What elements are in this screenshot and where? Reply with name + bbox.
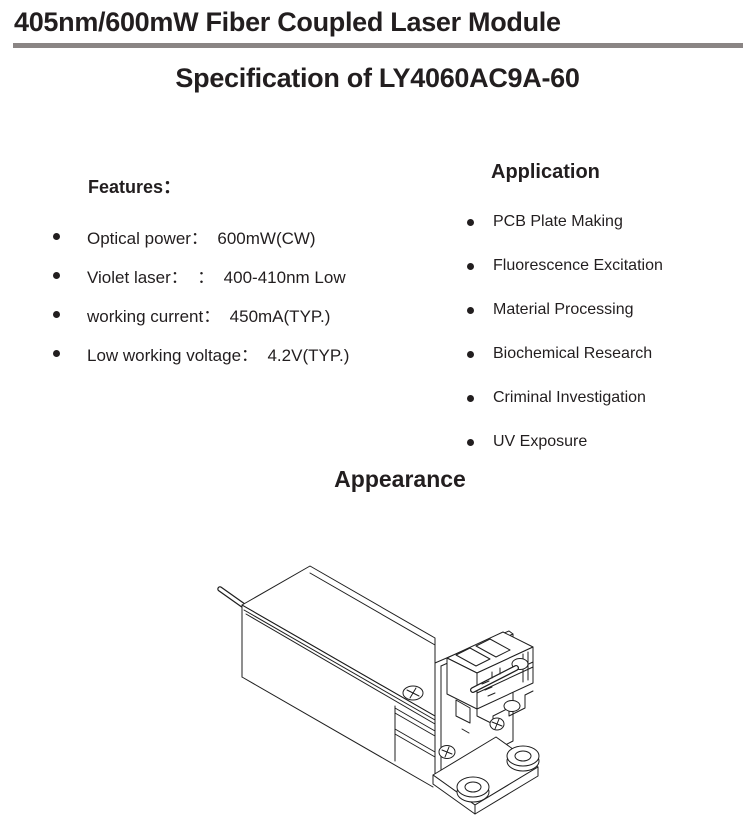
bullet-icon <box>467 394 474 402</box>
appearance-heading: Appearance <box>334 466 466 492</box>
feature-text: Optical power： 600mW(CW) <box>87 228 316 248</box>
side-steps <box>395 706 435 761</box>
mounting-boss <box>507 746 539 771</box>
feature-text: Low working voltage： 4.2V(TYP.) <box>87 345 350 365</box>
application-text: Fluorescence Excitation <box>493 257 663 274</box>
application-list: PCB Plate Making Fluorescence Excitation… <box>467 211 747 475</box>
spec-heading: Specification of LY4060AC9A-60 <box>175 63 580 93</box>
laser-body <box>242 566 437 787</box>
bullet-icon <box>467 218 474 226</box>
bullet-icon <box>53 349 60 357</box>
bullet-icon <box>467 262 474 270</box>
list-item: Criminal Investigation <box>467 387 747 409</box>
application-heading: Application <box>491 161 600 183</box>
top-screw-icon <box>403 686 423 700</box>
bullet-icon <box>53 271 60 279</box>
bullet-icon <box>53 232 60 240</box>
application-text: Material Processing <box>493 301 634 318</box>
laser-module-drawing <box>200 548 560 823</box>
application-text: UV Exposure <box>493 433 588 450</box>
application-text: Criminal Investigation <box>493 389 646 406</box>
title-divider <box>13 43 743 48</box>
list-item: Violet laser： ： 400-410nm Low <box>53 264 413 287</box>
list-item: Biochemical Research <box>467 343 747 365</box>
application-text: Biochemical Research <box>493 345 653 362</box>
list-item: working current： 450mA(TYP.) <box>53 303 413 326</box>
feature-text: working current： 450mA(TYP.) <box>87 306 331 326</box>
list-item: Fluorescence Excitation <box>467 255 747 277</box>
list-item: UV Exposure <box>467 431 747 453</box>
fiber-pigtail <box>220 589 244 606</box>
features-list: Optical power： 600mW(CW) Violet laser： ：… <box>53 225 413 381</box>
bullet-icon <box>467 438 474 446</box>
list-item: PCB Plate Making <box>467 211 747 233</box>
feature-text: Violet laser： ： 400-410nm Low <box>87 267 346 287</box>
mounting-boss <box>457 777 489 802</box>
page-title: 405nm/600mW Fiber Coupled Laser Module <box>14 7 561 37</box>
list-item: Optical power： 600mW(CW) <box>53 225 413 248</box>
connector-block <box>447 632 533 733</box>
bullet-icon <box>467 350 474 358</box>
bullet-icon <box>467 306 474 314</box>
features-heading: Features： <box>88 177 182 197</box>
bullet-icon <box>53 310 60 318</box>
application-text: PCB Plate Making <box>493 213 623 230</box>
plate-screw-icon <box>439 746 455 759</box>
list-item: Low working voltage： 4.2V(TYP.) <box>53 342 413 365</box>
list-item: Material Processing <box>467 299 747 321</box>
